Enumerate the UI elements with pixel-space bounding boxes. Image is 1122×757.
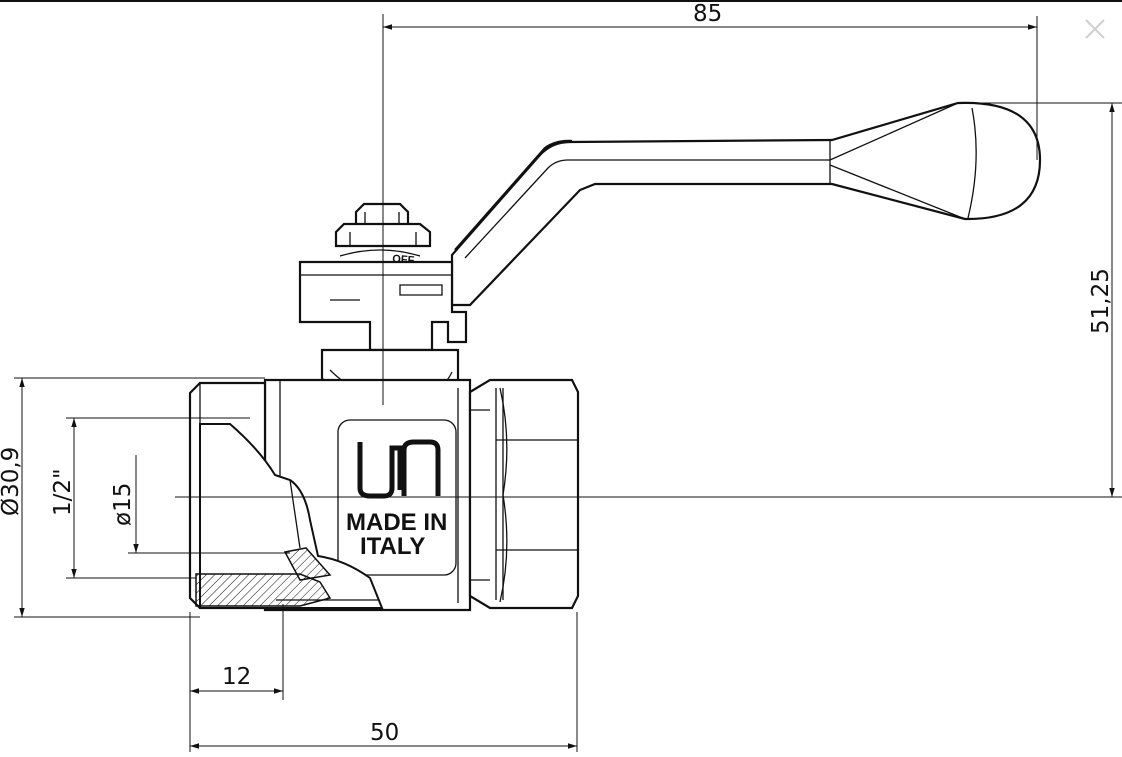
close-icon (1085, 19, 1105, 39)
dim-bore (128, 455, 290, 554)
dim-thread (66, 417, 250, 579)
dim-51-25-label: 51,25 (1088, 268, 1114, 334)
dim-outer-diameter (14, 377, 265, 618)
made-in-text: MADE IN (346, 509, 447, 536)
dim-12 (189, 604, 284, 752)
dim-85 (383, 16, 1038, 160)
dim-51-25 (960, 102, 1122, 497)
dim-thread-label: 1/2" (50, 468, 76, 516)
dim-50-label: 50 (370, 720, 399, 746)
italy-text: ITALY (360, 533, 425, 560)
valve-handle (450, 101, 1042, 307)
dim-12-label: 12 (222, 664, 251, 690)
dim-50 (190, 612, 578, 752)
dim-85-label: 85 (693, 1, 722, 27)
brand-logo (357, 439, 441, 499)
close-button[interactable] (1080, 14, 1110, 44)
dim-bore-label: ø15 (110, 483, 136, 526)
section-cutaway (195, 423, 384, 609)
stem-nut (334, 202, 432, 257)
dim-outer-diameter-label: Ø30,9 (0, 447, 24, 516)
